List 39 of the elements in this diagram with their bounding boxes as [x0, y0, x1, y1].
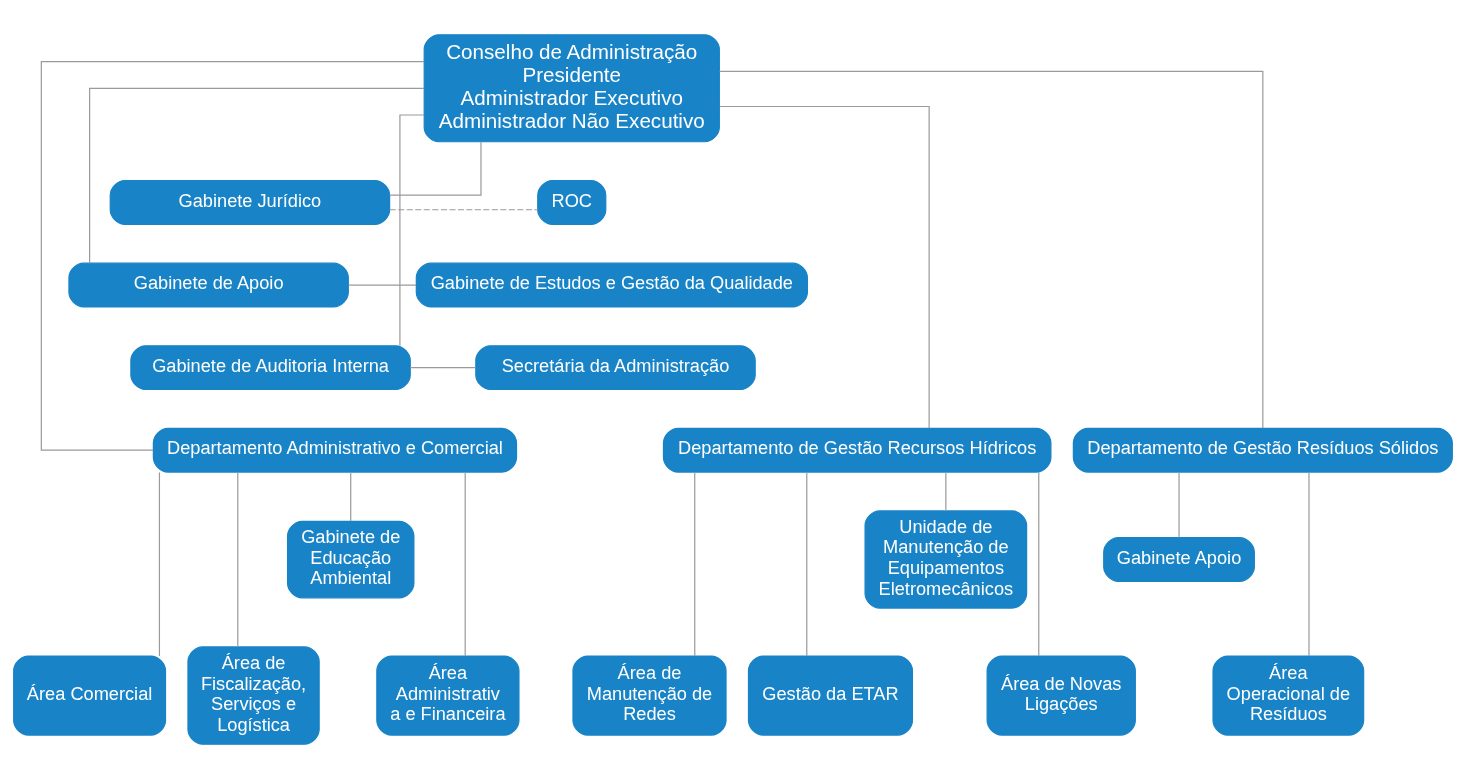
connector	[1038, 471, 1040, 657]
node-box: Área Administrativ a e Financeira	[376, 655, 520, 736]
node-box: Secretária da Administração	[475, 345, 756, 391]
connector	[719, 70, 1264, 429]
connector	[1178, 471, 1180, 539]
node-box: Departamento de Gestão Resíduos Sólidos	[1072, 427, 1453, 473]
connector	[237, 471, 239, 648]
connector	[945, 471, 947, 512]
connector	[389, 141, 482, 196]
node-box: Gestão da ETAR	[747, 655, 914, 736]
connector	[40, 60, 425, 451]
node-box: Gabinete de Educação Ambiental	[286, 520, 415, 599]
node-box: Área de Manutenção de Redes	[572, 655, 727, 736]
node-box: Gabinete Apoio	[1103, 537, 1255, 582]
node-box: Conselho de Administração Presidente Administrador Executivo Administrador Não Executivo	[423, 34, 720, 143]
node-box: Gabinete Jurídico	[109, 180, 391, 225]
connector	[1308, 471, 1310, 657]
node-box: Área Operacional de Resíduos	[1212, 655, 1365, 736]
connector	[389, 209, 539, 211]
connector	[409, 367, 477, 369]
node-box: Departamento Administrativo e Comercial	[152, 427, 518, 473]
node-box: Área Comercial	[13, 655, 167, 736]
node-box: Unidade de Manutenção de Equipamentos Eletromecânicos	[864, 510, 1028, 609]
connector	[806, 471, 808, 657]
connector	[399, 114, 425, 347]
node-box: Departamento de Gestão Recursos Hídricos	[662, 427, 1052, 473]
connector	[464, 471, 466, 657]
connector	[89, 87, 425, 264]
node-box: Gabinete de Auditoria Interna	[130, 345, 411, 391]
node-box: Gabinete de Apoio	[68, 262, 349, 308]
node-box: Gabinete de Estudos e Gestão da Qualidade	[415, 262, 808, 308]
connector	[719, 105, 930, 429]
connector	[350, 471, 352, 522]
node-box: Área de Novas Ligações	[986, 655, 1136, 736]
connector	[347, 284, 417, 286]
connector	[158, 471, 161, 657]
node-box: Área de Fiscalização, Serviços e Logística	[187, 646, 320, 745]
connector	[694, 471, 696, 657]
node-box: ROC	[537, 180, 607, 225]
